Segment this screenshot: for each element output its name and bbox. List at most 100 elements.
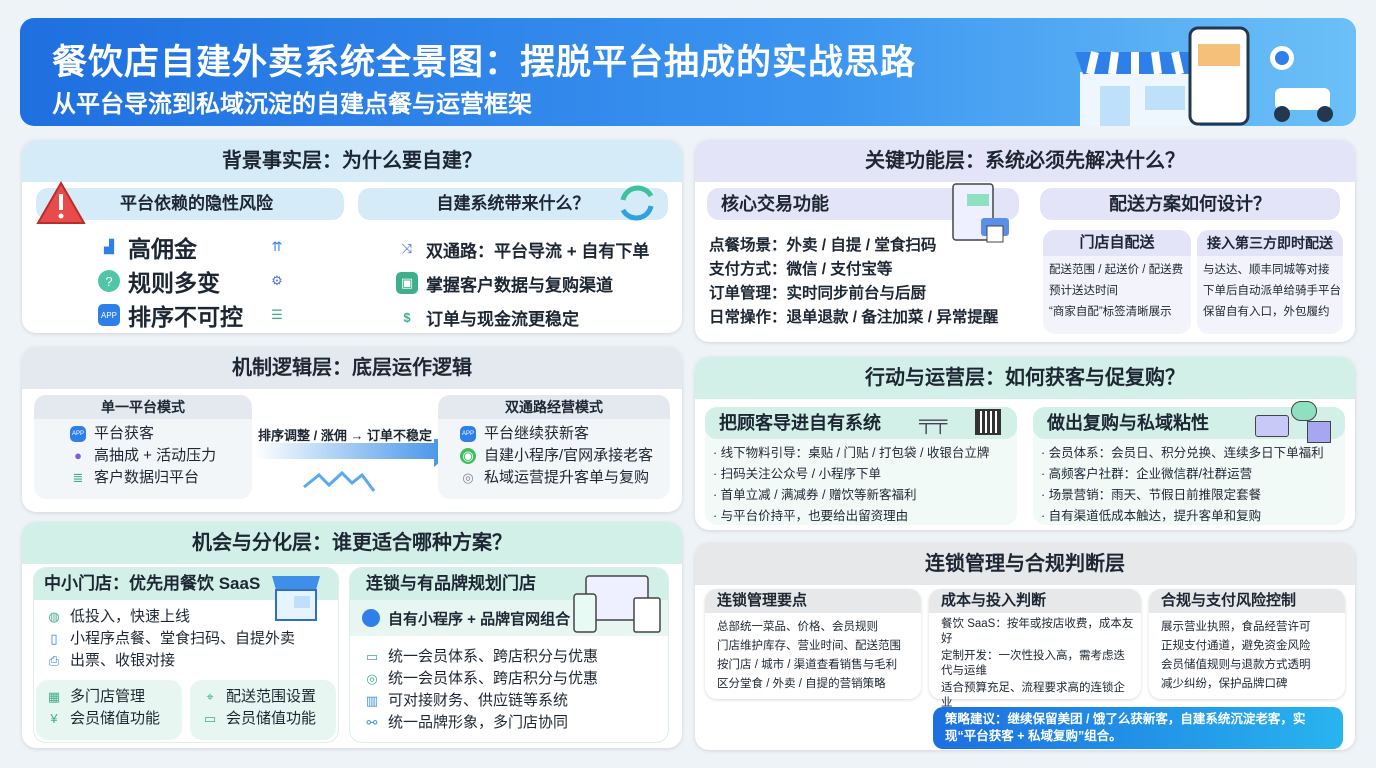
list-item: · 会员体系：会员日、积分兑换、连续多日下单福利 (1041, 446, 1324, 460)
flow-arrow-icon (254, 439, 454, 492)
benefit-item: 双通路：平台导流 + 自有下单 (426, 241, 650, 261)
list-item: 会员储值规则与退款方式透明 (1161, 659, 1311, 671)
location-pin-icon: ⌖ (206, 689, 214, 704)
list-item: 餐饮 SaaS：按年或按店收费，成本友好 (941, 618, 1134, 645)
app-icon: APP (98, 304, 120, 326)
store-icon (272, 576, 320, 621)
card-title: 单一平台模式 (34, 395, 252, 419)
list-item: 订单管理：实时同步前台与后厨 (709, 285, 927, 302)
coupon-icon: ◎ (366, 671, 378, 686)
guide-card: 把顾客导进自有系统 ╤╤ · 线下物料引导：桌贴 / 门贴 / 打包袋 / 收银… (705, 407, 1017, 525)
list-item: 区分堂食 / 外卖 / 自提的营销策略 (717, 678, 886, 690)
section-title: 关键功能层：系统必须先解决什么？ (695, 140, 1355, 182)
list-item: 总部统一菜品、价格、会员规则 (717, 621, 878, 633)
operations-layer-section: 行动与运营层：如何获客与促复购？ 把顾客导进自有系统 ╤╤ · 线下物料引导：桌… (695, 357, 1355, 530)
list-item: 私域运营提升客单与复购 (484, 469, 650, 486)
list-item: 配送范围设置 (226, 688, 317, 705)
small-store-card: 中小门店：优先用餐饮 SaaS ◍低投入，快速上线 ▯小程序点餐、堂食扫码、自提… (34, 568, 338, 742)
list-item: 统一会员体系、跨店积分与优惠 (388, 648, 599, 665)
background-layer-section: 背景事实层：为什么要自建？ 平台依赖的隐性风险 ▟高佣金⇈ ?规则多变⚙ APP… (22, 140, 682, 333)
card-icon: ▭ (365, 649, 379, 664)
list-item: 门店维护库存、营业时间、配送范围 (717, 640, 901, 652)
cost-card: 成本与投入判断 餐饮 SaaS：按年或按店收费，成本友好 定制开发：一次性投入高… (929, 589, 1141, 709)
mini-program-icon (362, 609, 380, 627)
list-item: 下单后自动派单给骑手平台 (1203, 285, 1341, 297)
list-item: 出票、收银对接 (70, 652, 176, 669)
repurchase-card: 做出复购与私域粘性 · 会员体系：会员日、积分兑换、连续多日下单福利 · 高频客… (1033, 401, 1345, 525)
list-item: · 首单立减 / 满减券 / 赠饮等新客福利 (713, 488, 917, 502)
yuan-icon: ¥ (50, 711, 58, 726)
list-item: 平台继续获新客 (484, 425, 590, 442)
page-title: 餐饮店自建外卖系统全景图：摆脱平台抽成的实战思路 (52, 43, 917, 82)
self-delivery-card: 门店自配送 配送范围 / 起送价 / 配送费 预计送达时间 “商家自配”标签清晰… (1043, 230, 1191, 334)
devices-icon (573, 575, 661, 633)
list-item: 统一会员体系、跨店积分与优惠 (388, 670, 599, 687)
member-card-icon (1255, 415, 1289, 437)
list-item: 配送范围 / 起送价 / 配送费 (1049, 264, 1184, 276)
feature-box: ⌖配送范围设置 ▭会员储值功能 (190, 680, 336, 740)
list-item: 自建小程序/官网承接老客 (484, 447, 654, 464)
list-item: 日常操作：退单退款 / 备注加菜 / 异常提醒 (709, 309, 999, 326)
card-title: 接入第三方即时配送 (1197, 230, 1343, 256)
list-item: · 高频客户社群：企业微信群/社群运营 (1041, 467, 1253, 481)
list-item: 适合预算充足、流程要求高的连锁企业 (941, 682, 1125, 709)
list-item: · 与平台价持平，也要给出留资理由 (713, 509, 909, 523)
page-subtitle: 从平台导流到私域沉淀的自建点餐与运营框架 (52, 91, 532, 118)
list-item: 预计送达时间 (1049, 285, 1118, 297)
list-item: · 扫码关注公众号 / 小程序下单 (713, 467, 882, 481)
list-item: 与达达、顺丰同城等对接 (1203, 264, 1330, 276)
chain-mgmt-card: 连锁管理要点 总部统一菜品、价格、会员规则 门店维护库存、营业时间、配送范围 按… (705, 589, 921, 699)
store-small-icon: ▦ (47, 689, 61, 704)
list-item: 正规支付通道，避免资金风险 (1161, 640, 1311, 652)
list-item: 会员储值功能 (70, 710, 161, 727)
list-item: 支付方式：微信 / 支付宝等 (709, 261, 893, 278)
storefront-phone-scooter-illustration (1075, 26, 1333, 126)
delivery-header: 配送方案如何设计？ (1040, 188, 1340, 220)
cycle-icon: ◎ (462, 470, 474, 485)
section-title: 机制逻辑层：底层运作逻辑 (22, 347, 682, 389)
list-item: “商家自配”标签清晰展示 (1049, 306, 1172, 318)
list-item: 可对接财务、供应链等系统 (388, 692, 569, 709)
strategy-banner: 策略建议：继续保留美团 / 饿了么获新客，自建系统沉淀老客，实现“平台获客 + … (933, 707, 1343, 749)
list-icon: ☰ (271, 307, 283, 322)
core-list: 点餐场景：外卖 / 自提 / 堂食扫码 支付方式：微信 / 支付宝等 订单管理：… (709, 234, 998, 330)
list-item: 小程序点餐、堂食扫码、自提外卖 (70, 630, 296, 647)
benefit-list: ⤨双通路：平台导流 + 自有下单 ▣掌握客户数据与复购渠道 $订单与现金流更稳定 (396, 232, 649, 333)
list-item: 减少纠纷，保护品牌口碑 (1161, 678, 1288, 690)
header-banner: 餐饮店自建外卖系统全景图：摆脱平台抽成的实战思路 从平台导流到私域沉淀的自建点餐… (20, 18, 1356, 126)
phone-icon: ▯ (50, 631, 58, 646)
list-item: 高抽成 + 活动压力 (94, 447, 217, 464)
list-item: 点餐场景：外卖 / 自提 / 堂食扫码 (709, 237, 937, 254)
risk-control-card: 合规与支付风险控制 展示营业执照，食品经营许可 正规支付通道，避免资金风险 会员… (1149, 589, 1345, 699)
card-title: 门店自配送 (1043, 230, 1191, 256)
gift-icon (1307, 421, 1331, 443)
list-item: 多门店管理 (70, 688, 146, 705)
money-bag-icon: ◍ (48, 609, 60, 624)
third-party-delivery-card: 接入第三方即时配送 与达达、顺丰同城等对接 下单后自动派单给骑手平台 保留自有入… (1197, 230, 1343, 334)
arrows-up-icon: ⇈ (271, 239, 283, 254)
gear-icon: ⚙ (271, 273, 283, 288)
list-item: 客户数据归平台 (94, 469, 200, 486)
refresh-cycle-icon (620, 185, 654, 221)
app-icon: APP (70, 426, 86, 442)
list-item: 展示营业执照，食品经营许可 (1161, 621, 1311, 633)
risk-item: 排序不可控 (128, 304, 243, 330)
chain-store-card: 连锁与有品牌规划门店 自有小程序 + 品牌官网组合 ▭统一会员体系、跨店积分与优… (350, 568, 668, 742)
list-item: 平台获客 (94, 425, 155, 442)
list-item: 定制开发：一次性投入高，需考虑迭代与运维 (941, 650, 1125, 677)
benefit-item: 订单与现金流更稳定 (426, 309, 579, 329)
chat-bubble-icon (1291, 401, 1317, 421)
list-item: · 线下物料引导：桌贴 / 门贴 / 打包袋 / 收银台立牌 (713, 446, 990, 460)
list-item: 按门店 / 城市 / 渠道查看销售与毛利 (717, 659, 898, 671)
bar-chart-icon: ▟ (104, 239, 114, 254)
list-item: 保留自有入口，外包履约 (1203, 306, 1330, 318)
risk-header: 平台依赖的隐性风险 (36, 188, 344, 220)
card-title: 把顾客导进自有系统 (705, 407, 1017, 439)
card-title: 双通路经营模式 (438, 395, 670, 419)
card-title: 成本与投入判断 (929, 589, 1141, 613)
section-title: 机会与分化层：谁更适合哪种方案？ (22, 522, 682, 564)
section-title: 行动与运营层：如何获客与促复购？ (695, 357, 1355, 399)
